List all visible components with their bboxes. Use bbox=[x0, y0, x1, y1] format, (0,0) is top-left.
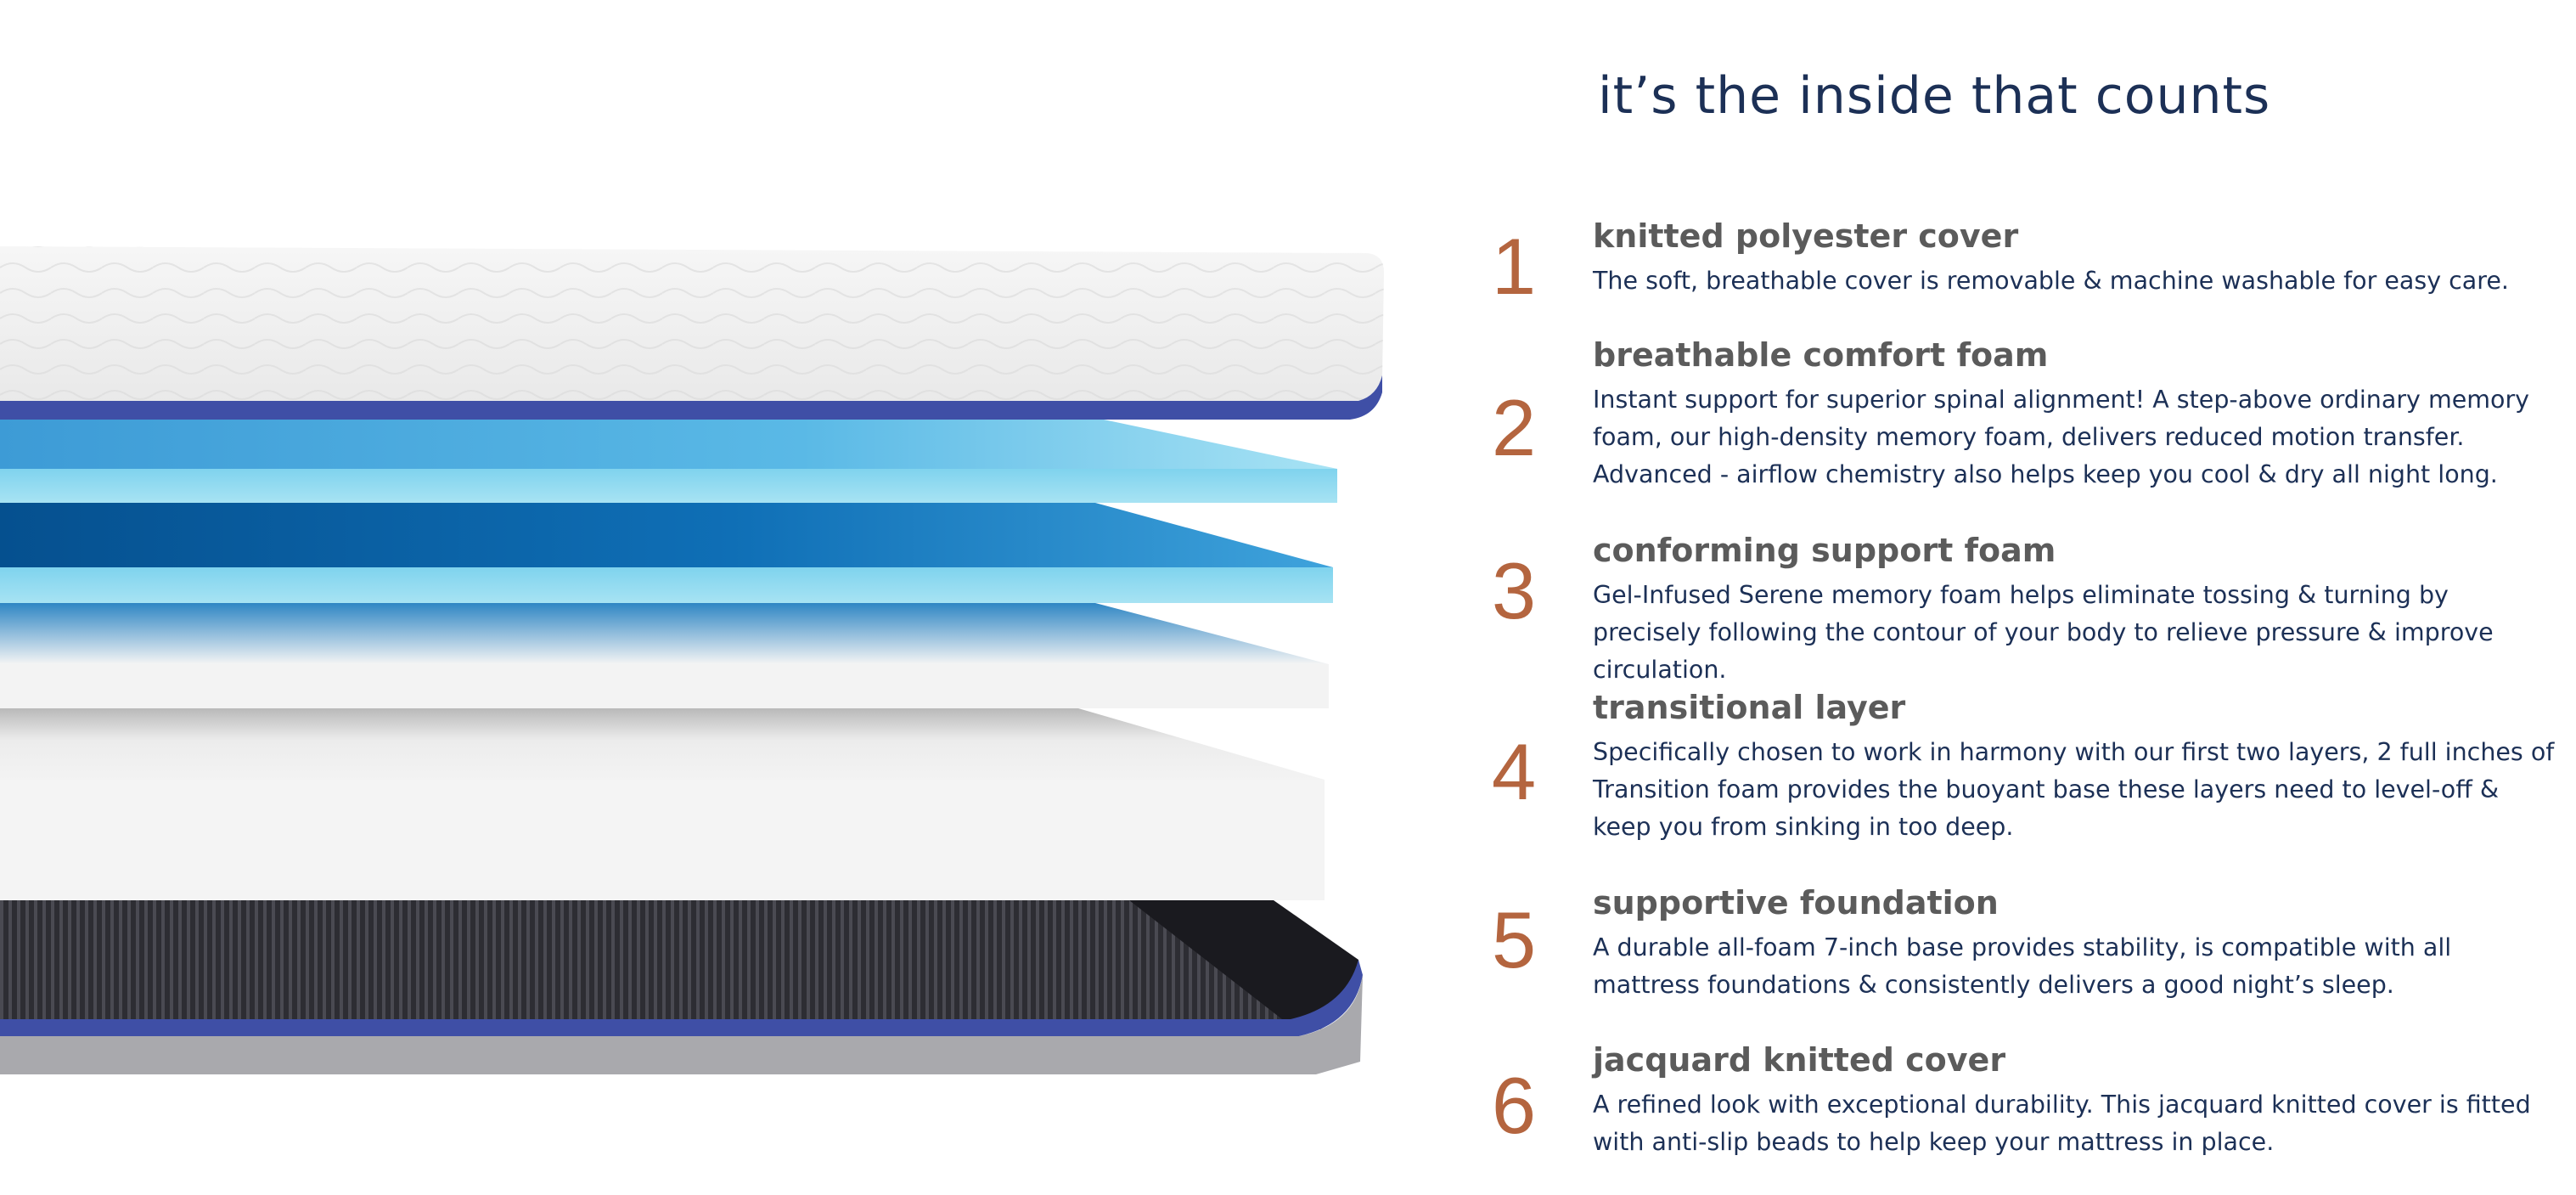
mattress-exploded-view bbox=[0, 246, 1384, 1074]
layer-description: A durable all-foam 7-inch base provides … bbox=[1593, 933, 2452, 999]
layer-number: 3 bbox=[1491, 546, 1537, 635]
layer-title: transitional layer bbox=[1593, 689, 1906, 726]
page-title: it’s the inside that counts bbox=[1598, 66, 2271, 126]
layer-6-jacquard-cover bbox=[0, 900, 1363, 1074]
layer-3-support-foam bbox=[0, 503, 1333, 603]
layer-description: A refined look with exceptional durabili… bbox=[1593, 1091, 2531, 1156]
layer-number: 1 bbox=[1491, 222, 1537, 311]
layer-4-transitional bbox=[0, 603, 1329, 708]
layer-title: knitted polyester cover bbox=[1593, 217, 2019, 255]
layer-number: 5 bbox=[1491, 895, 1537, 984]
layer-5-foundation bbox=[0, 708, 1325, 900]
layer-title: conforming support foam bbox=[1593, 532, 2056, 569]
layer-title: jacquard knitted cover bbox=[1593, 1041, 2006, 1079]
layer-number: 6 bbox=[1491, 1061, 1537, 1150]
layer-2-comfort-foam bbox=[0, 420, 1337, 503]
layer-description: Instant support for superior spinal alig… bbox=[1593, 386, 2530, 488]
layer-number: 4 bbox=[1491, 727, 1537, 816]
layer-description: Specifically chosen to work in harmony w… bbox=[1593, 738, 2555, 841]
layer-title: breathable comfort foam bbox=[1593, 336, 2049, 374]
layers-content: it’s the inside that counts 1 knitted po… bbox=[1443, 0, 2564, 1195]
layer-number: 2 bbox=[1491, 383, 1537, 472]
mattress-layers-illustration bbox=[0, 246, 1384, 1074]
layer-description: The soft, breathable cover is removable … bbox=[1593, 267, 2509, 295]
layer-1-knitted-cover bbox=[0, 246, 1384, 420]
layer-description: Gel-Infused Serene memory foam helps eli… bbox=[1593, 581, 2494, 684]
layer-title: supportive foundation bbox=[1593, 884, 1999, 922]
